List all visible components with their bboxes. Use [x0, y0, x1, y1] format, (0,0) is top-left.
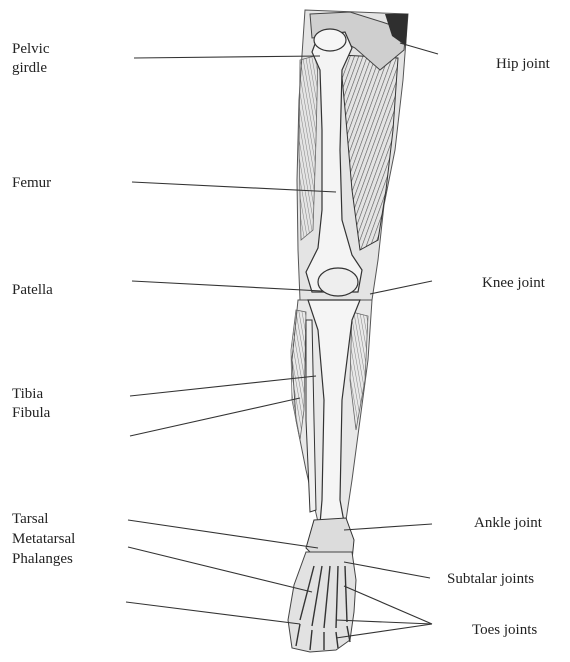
label-metatarsal: Metatarsal: [12, 530, 75, 549]
label-ankle-joint: Ankle joint: [474, 514, 542, 533]
leg-illustration: [288, 10, 408, 652]
label-femur: Femur: [12, 174, 51, 193]
label-patella: Patella: [12, 281, 53, 300]
femur-head: [314, 29, 346, 51]
label-subtalar-joints: Subtalar joints: [447, 570, 534, 589]
leader-metatarsal: [128, 547, 312, 592]
leader-tarsal: [128, 520, 318, 548]
leader-fibula: [130, 398, 300, 436]
leader-pelvic-girdle: [134, 56, 320, 58]
label-hip-joint: Hip joint: [496, 55, 550, 74]
label-tibia: Tibia: [12, 385, 43, 404]
label-tarsal: Tarsal: [12, 510, 48, 529]
label-knee-joint: Knee joint: [482, 274, 545, 293]
leader-knee-joint: [370, 281, 432, 294]
label-fibula: Fibula: [12, 404, 50, 423]
label-toes-joints: Toes joints: [472, 621, 537, 640]
leader-toes-joints-1: [344, 586, 432, 624]
leader-phalanges: [126, 602, 300, 624]
leader-subtalar-joints: [344, 562, 430, 578]
patella-bone: [318, 268, 358, 296]
label-pelvic-girdle: Pelvic girdle: [12, 40, 50, 78]
leader-ankle-joint: [344, 524, 432, 530]
label-pelvic-girdle-line2: girdle: [12, 59, 50, 78]
leader-tibia: [130, 376, 316, 396]
leader-patella: [132, 281, 322, 291]
label-pelvic-girdle-line1: Pelvic: [12, 40, 50, 59]
label-phalanges: Phalanges: [12, 550, 73, 569]
